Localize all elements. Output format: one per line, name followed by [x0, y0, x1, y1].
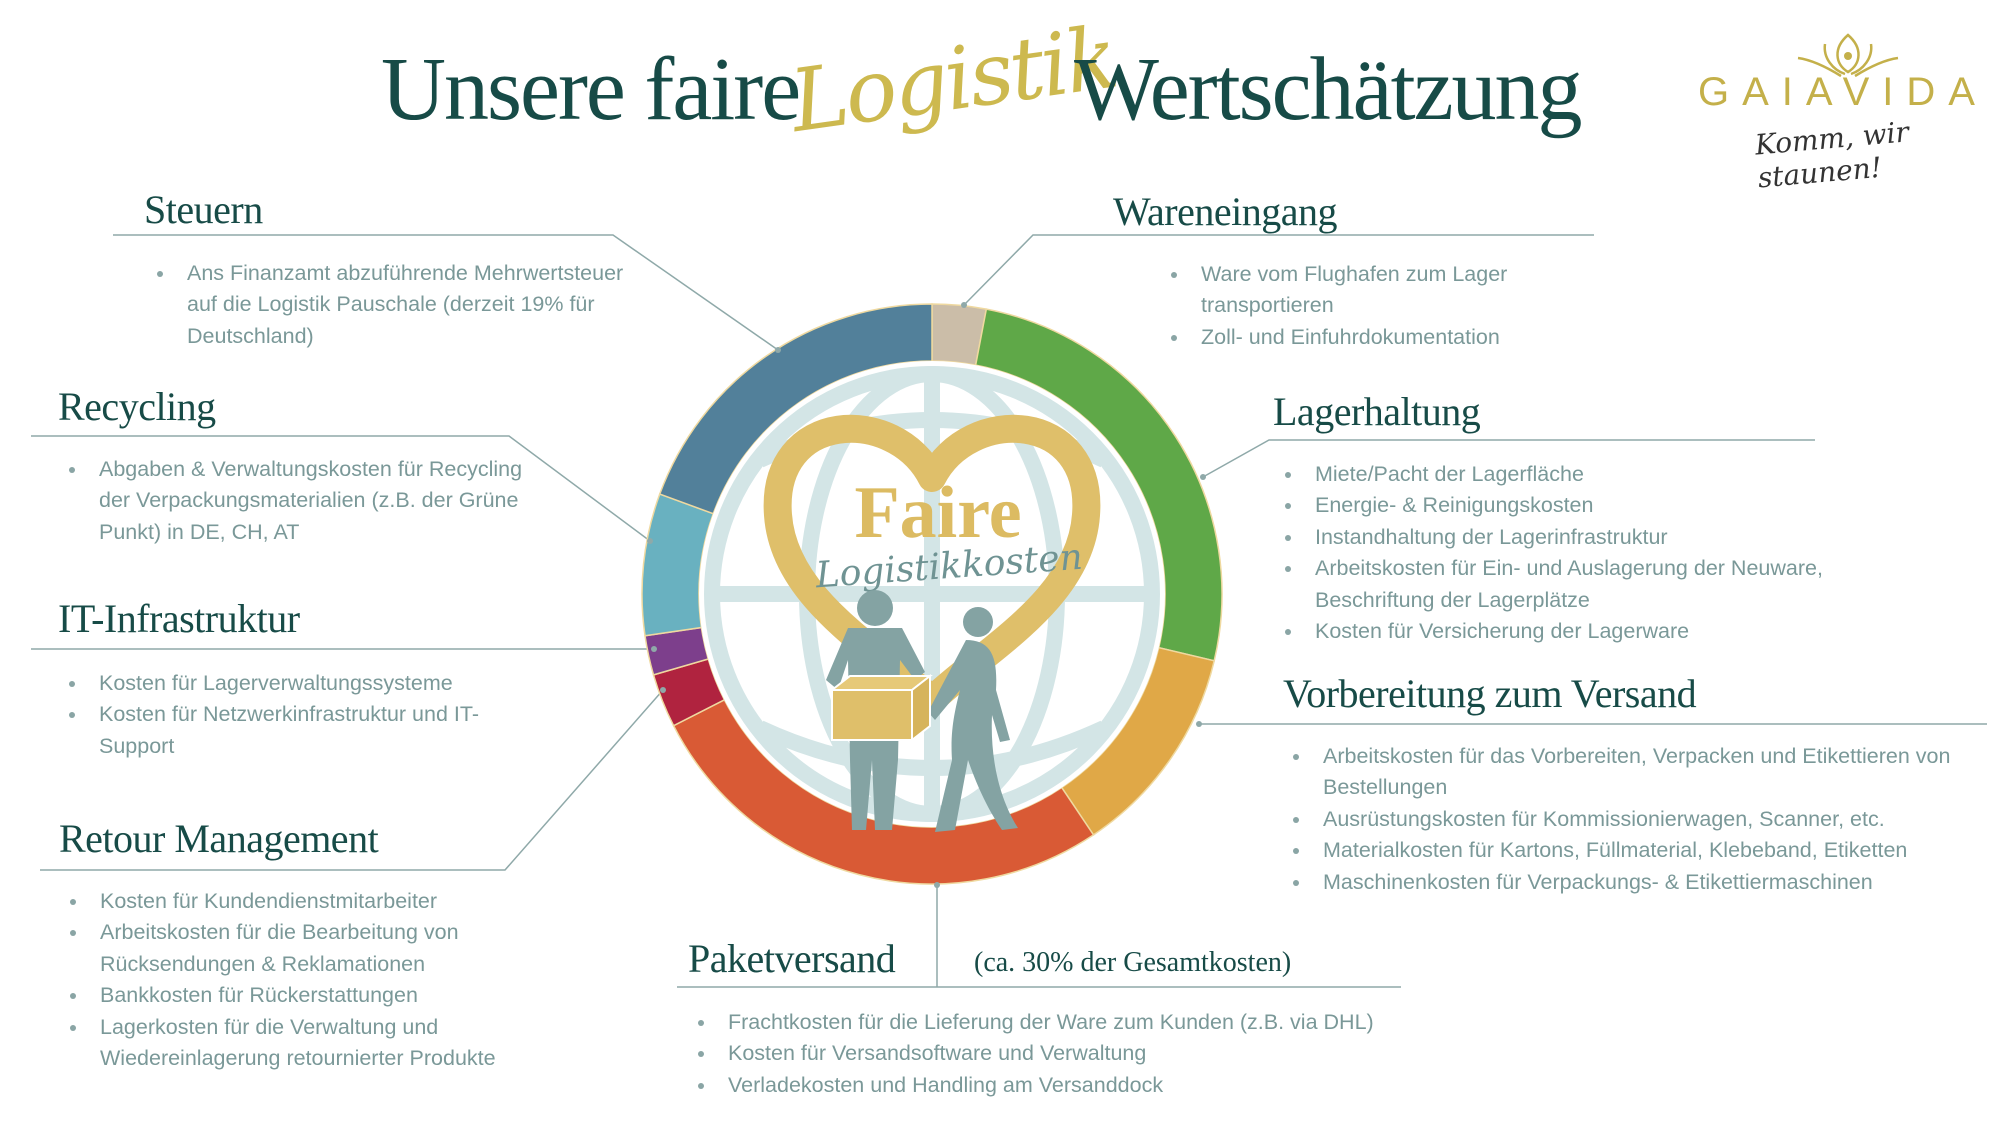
heading-wareneingang: Wareneingang — [1113, 189, 1338, 234]
list-item: Verladekosten und Handling am Versanddoc… — [698, 1070, 1488, 1101]
lotus-icon — [1797, 33, 1899, 78]
list-item: Kosten für Netzwerkinfrastruktur und IT-… — [69, 699, 549, 762]
donut-segments — [641, 303, 1223, 885]
list-item: Bankkosten für Rückerstattungen — [70, 980, 560, 1011]
heading-steuern: Steuern — [144, 187, 263, 232]
list-retour: Kosten für Kundendienstmitarbeiter Arbei… — [67, 886, 560, 1074]
heading-it: IT-Infrastruktur — [58, 596, 300, 641]
heading-lager: Lagerhaltung — [1273, 389, 1481, 434]
paket-note: (ca. 30% der Gesamtkosten) — [974, 947, 1292, 978]
list-item: Lagerkosten für die Verwaltung und Wiede… — [70, 1012, 560, 1075]
list-steuern: Ans Finanzamt abzuführende Mehrwertsteue… — [154, 258, 647, 352]
title-part1: Unsere faire — [381, 40, 801, 139]
list-paket: Frachtkosten für die Lieferung der Ware … — [695, 1007, 1488, 1101]
box-icon — [829, 673, 933, 743]
connector-lager — [1202, 439, 1815, 478]
connector-wareneingang — [963, 234, 1594, 306]
globe-icon — [704, 366, 1160, 822]
heart-icon — [763, 414, 1101, 714]
list-item: Ware vom Flughafen zum Lager transportie… — [1171, 259, 1601, 322]
list-lager: Miete/Pacht der Lagerfläche Energie- & R… — [1282, 459, 1935, 647]
list-item: Miete/Pacht der Lagerfläche — [1285, 459, 1935, 490]
list-item: Frachtkosten für die Lieferung der Ware … — [698, 1007, 1488, 1038]
heading-recycling: Recycling — [58, 384, 216, 429]
list-item: Instandhaltung der Lagerinfrastruktur — [1285, 522, 1935, 553]
donut-segment-steuern — [658, 303, 933, 515]
list-item: Kosten für Versandsoftware und Verwaltun… — [698, 1038, 1488, 1069]
list-item: Abgaben & Verwaltungskosten für Recyclin… — [69, 454, 539, 548]
list-item: Kosten für Versicherung der Lagerware — [1285, 616, 1935, 647]
heading-retour: Retour Management — [59, 816, 379, 861]
list-versand: Arbeitskosten für das Vorbereiten, Verpa… — [1290, 741, 2000, 898]
connector-recycling — [31, 435, 651, 542]
title-part2: Wertschätzung — [1074, 40, 1583, 139]
list-item: Arbeitskosten für die Bearbeitung von Rü… — [70, 917, 560, 980]
list-item: Ausrüstungskosten für Kommissionierwagen… — [1293, 804, 2000, 835]
connector-retour — [40, 689, 664, 871]
list-item: Materialkosten für Kartons, Füllmaterial… — [1293, 835, 2000, 866]
list-item: Maschinenkosten für Verpackungs- & Etike… — [1293, 867, 2000, 898]
logo — [1698, 30, 1998, 165]
list-item: Zoll- und Einfuhrdokumentation — [1171, 322, 1601, 353]
list-item: Arbeitskosten für das Vorbereiten, Verpa… — [1293, 741, 2000, 804]
list-item: Energie- & Reinigungskosten — [1285, 490, 1935, 521]
list-wareneingang: Ware vom Flughafen zum Lager transportie… — [1168, 259, 1601, 353]
list-recycling: Abgaben & Verwaltungskosten für Recyclin… — [66, 454, 539, 548]
connector-steuern — [113, 234, 779, 351]
heading-versand: Vorbereitung zum Versand — [1283, 671, 1697, 716]
list-item: Kosten für Kundendienstmitarbeiter — [70, 886, 560, 917]
list-item: Arbeitskosten für Ein- und Auslagerung d… — [1285, 553, 1935, 616]
heading-paket: Paketversand — [688, 936, 896, 981]
center-line1: Faire — [854, 472, 1021, 554]
list-item: Kosten für Lagerverwaltungssysteme — [69, 668, 549, 699]
logo-brand: GAIAVIDA — [1698, 70, 1988, 114]
list-item: Ans Finanzamt abzuführende Mehrwertsteue… — [157, 258, 647, 352]
list-it: Kosten für Lagerverwaltungssysteme Koste… — [66, 668, 549, 762]
